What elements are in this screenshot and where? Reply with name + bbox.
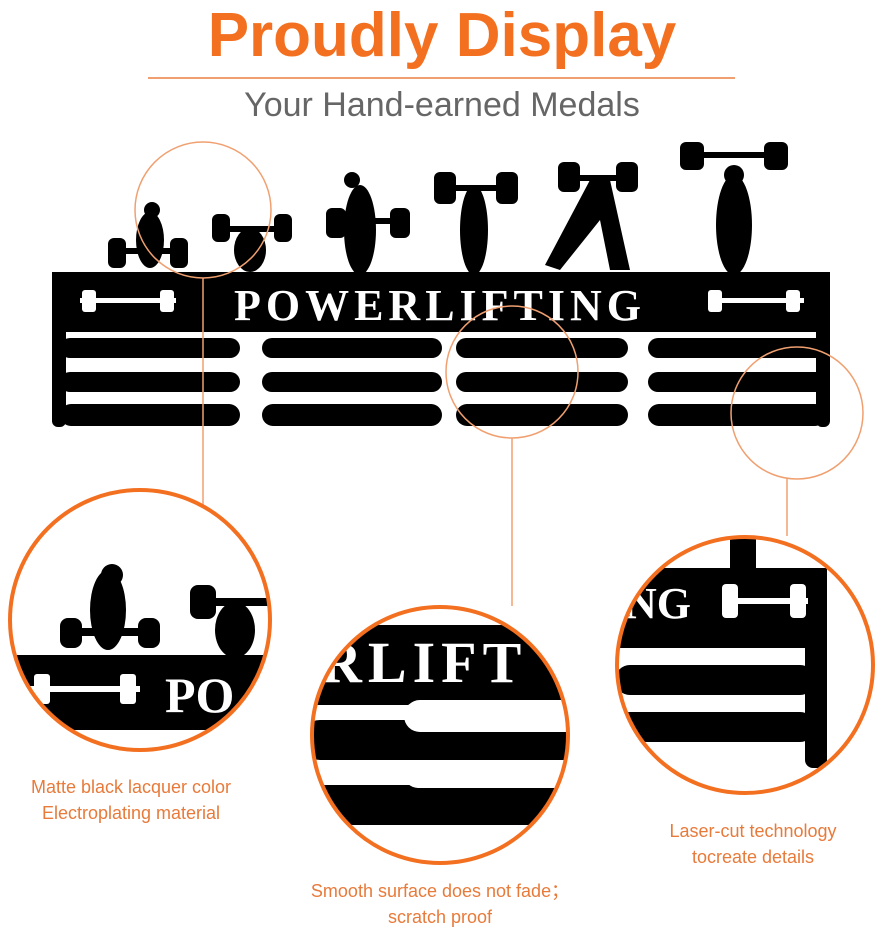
medal-rack: POWERLIFTING: [52, 272, 830, 427]
page-title: Proudly Display: [207, 1, 677, 70]
zoom-middle-text: RLIFT: [320, 630, 527, 695]
feature-caption-middle: Smooth surface does not fade； scratch pr…: [270, 878, 610, 930]
lifter-figures: [108, 142, 788, 275]
feature-left-line1: Matte black lacquer color: [30, 777, 232, 797]
focus-markers: [134, 141, 864, 606]
zoom-circle-right: NG: [617, 537, 827, 768]
feature-middle-line1: Smooth surface does not fade；: [310, 881, 570, 901]
feature-left-line2: Electroplating material: [41, 803, 221, 823]
feature-caption-left: Matte black lacquer color Electroplating…: [0, 774, 262, 826]
feature-middle-line2: scratch proof: [387, 907, 493, 927]
feature-caption-right: Laser-cut technology tocreate details: [630, 818, 876, 870]
page-subtitle: Your Hand-earned Medals: [244, 86, 640, 124]
title-divider: [148, 77, 735, 79]
feature-right-line2: tocreate details: [691, 847, 815, 867]
zoom-left-text: PO: [165, 667, 234, 723]
zoom-circle-left: PO: [10, 564, 270, 730]
feature-right-line1: Laser-cut technology: [669, 821, 837, 841]
rack-text: POWERLIFTING: [234, 281, 646, 330]
